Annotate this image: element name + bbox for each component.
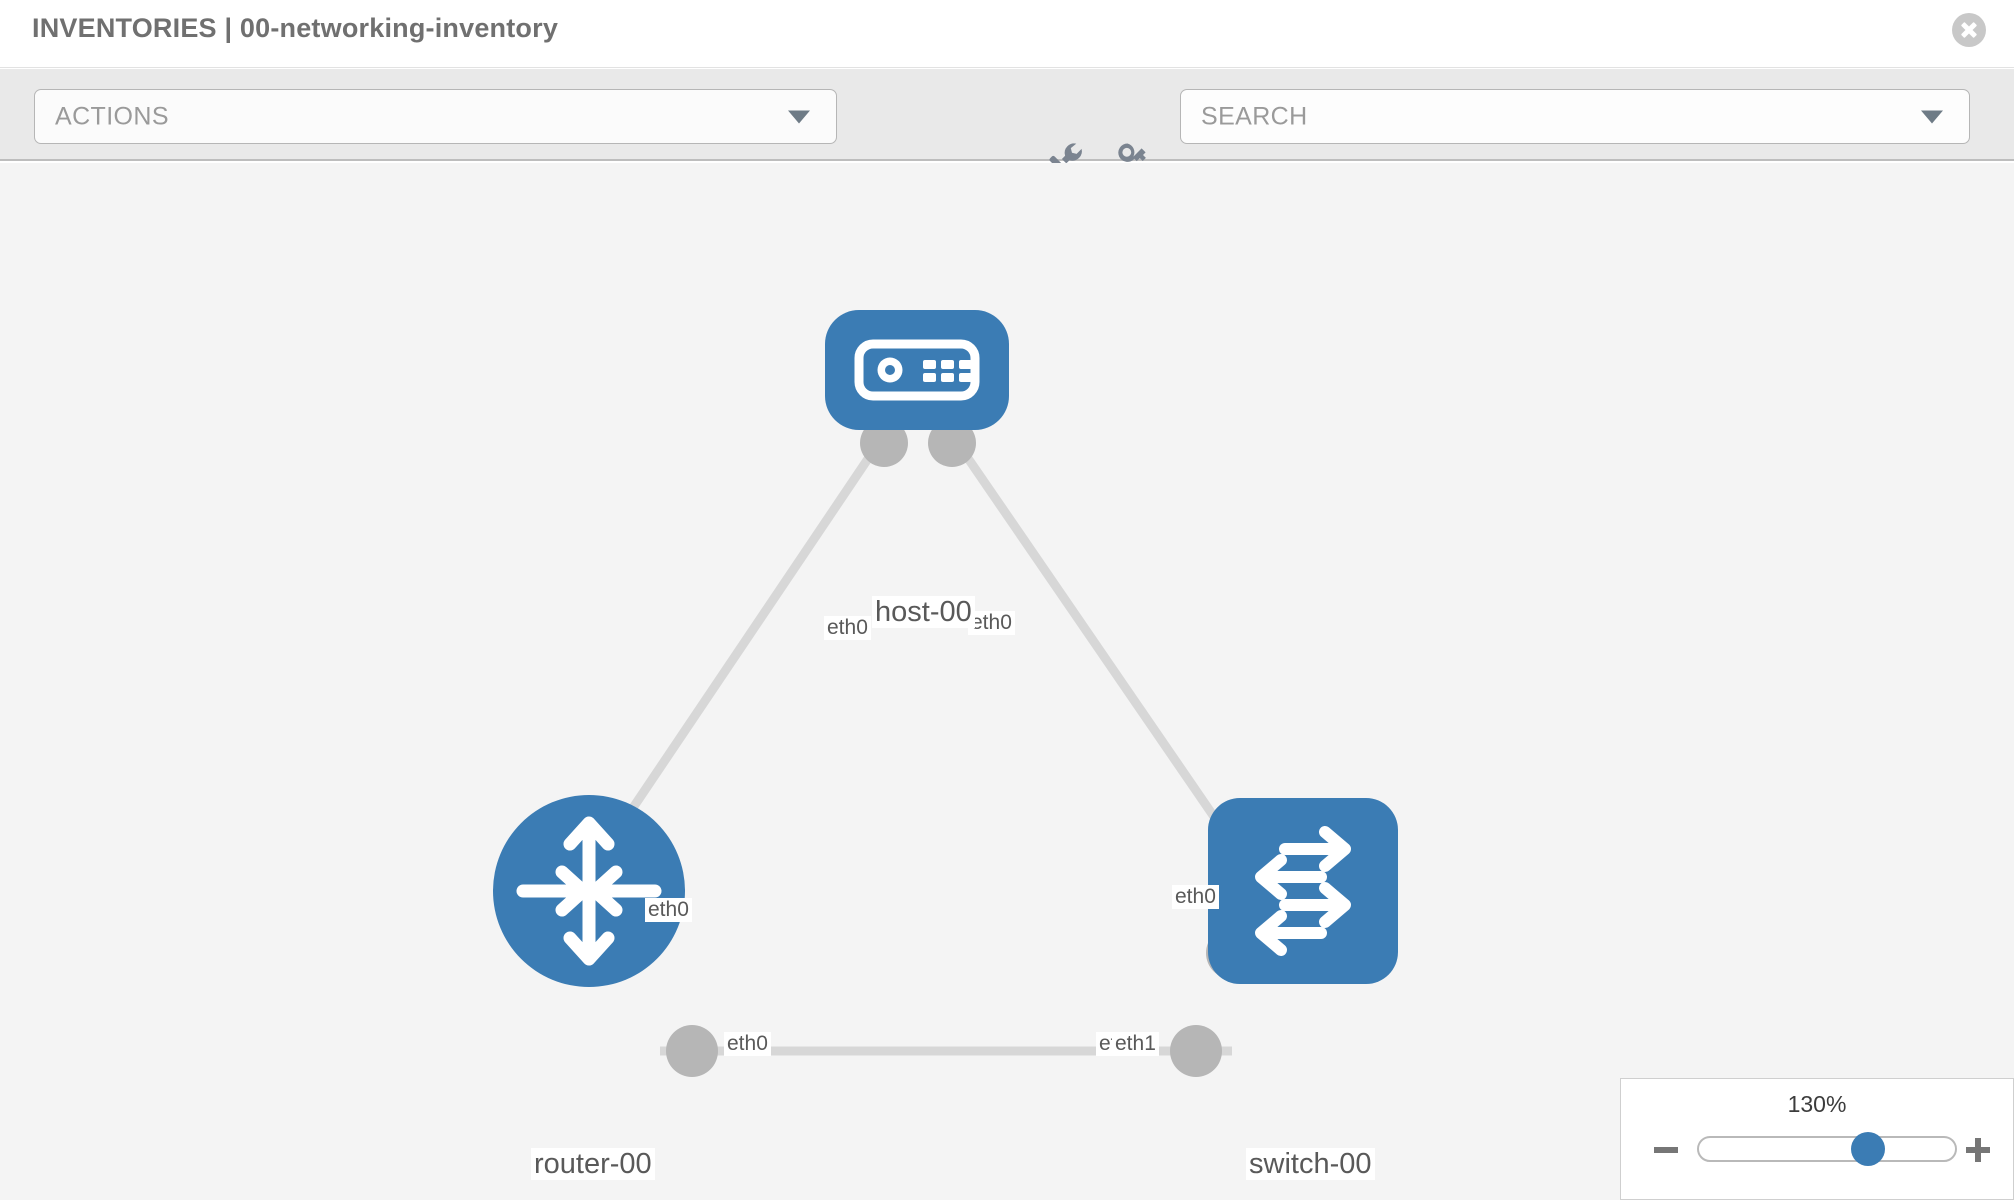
zoom-out-button[interactable] xyxy=(1651,1135,1681,1165)
page-header: INVENTORIES | 00-networking-inventory xyxy=(0,0,2014,68)
search-placeholder: SEARCH xyxy=(1201,102,1308,130)
toolbar: ACTIONS SEARCH xyxy=(0,69,2014,174)
zoom-slider-track[interactable] xyxy=(1697,1132,1957,1166)
connector-host-right xyxy=(928,419,976,467)
node-label-router-00: router-00 xyxy=(531,1148,655,1181)
zoom-level-value: 130% xyxy=(1787,1091,1847,1117)
node-label-switch-00: switch-00 xyxy=(1246,1148,1375,1181)
key-icon[interactable] xyxy=(1113,137,1153,177)
node-label-host-00: host-00 xyxy=(872,596,975,629)
search-input[interactable]: SEARCH xyxy=(1180,89,1970,144)
actions-dropdown-label: ACTIONS xyxy=(55,102,169,130)
connector-switch-left xyxy=(1170,1025,1222,1077)
node-switch-00 xyxy=(1208,798,1398,984)
chevron-down-icon xyxy=(788,110,810,123)
edge-label-host-eth0-right: eth0 xyxy=(968,611,1015,636)
close-icon[interactable] xyxy=(1952,13,1986,47)
edge-host-router xyxy=(610,432,888,839)
edge-label-switch-eth1: eth1 xyxy=(1112,1032,1159,1057)
zoom-control-panel: 130% xyxy=(1620,1078,2014,1200)
node-host-00 xyxy=(825,310,1009,430)
edge-host-switch xyxy=(948,432,1236,846)
actions-dropdown[interactable]: ACTIONS xyxy=(34,89,837,144)
edge-label-router-eth0-uplink: eth0 xyxy=(645,898,692,923)
node-host-shape xyxy=(825,310,1009,430)
topology-canvas[interactable]: eth0 eth0 eth0 eth0 eth0 eth0 eth1 host-… xyxy=(0,163,2014,1200)
connector-host-left xyxy=(860,419,908,467)
zoom-in-button[interactable] xyxy=(1963,1135,1993,1165)
zoom-slider-handle[interactable] xyxy=(1850,1132,1885,1166)
connector-router-right xyxy=(666,1025,718,1077)
node-switch-shape xyxy=(1208,798,1398,984)
node-router-00 xyxy=(493,795,685,987)
page-title: INVENTORIES | 00-networking-inventory xyxy=(32,13,559,43)
chevron-down-icon xyxy=(1921,110,1943,123)
topology-graph xyxy=(493,310,1398,1077)
edge-label-switch-eth0-uplink: eth0 xyxy=(1172,885,1219,910)
edge-label-host-eth0-left: eth0 xyxy=(824,616,871,641)
edge-label-router-eth0: eth0 xyxy=(724,1032,771,1057)
